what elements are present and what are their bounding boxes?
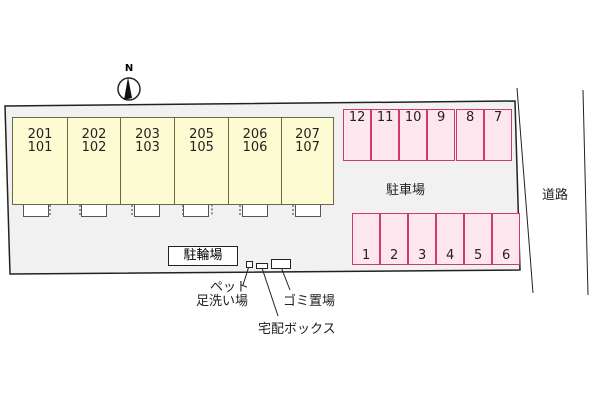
compass-icon [117,77,141,101]
bicycle-parking: 駐輪場 [168,246,238,266]
delivery-box-label: 宅配ボックス [258,322,336,337]
parking-space-6: 6 [492,213,521,265]
porch [134,205,160,217]
porch [295,205,321,217]
leader-lines [242,265,291,317]
parking-space-12: 12 [343,109,372,161]
parking-space-11: 11 [371,109,400,161]
road-edge-right [582,89,589,296]
parking-space-2: 2 [380,213,409,265]
garbage-area-label: ゴミ置場 [283,294,336,309]
road-edge-left [516,87,534,294]
pet-footwash-label-1: ペット [210,280,250,295]
delivery-box-marker [256,263,268,269]
porch [23,205,49,217]
parking-space-10: 10 [399,109,428,161]
parking-space-4: 4 [436,213,465,265]
parking-space-1: 1 [352,213,381,265]
porch [183,205,209,217]
porch [242,205,268,217]
parking-space-5: 5 [464,213,493,265]
parking-space-3: 3 [408,213,437,265]
parking-space-9: 9 [427,109,456,161]
parking-label: 駐車場 [386,183,426,198]
compass-label: N [124,63,134,74]
garbage-area-marker [271,259,291,269]
north-compass: N [116,64,142,106]
road-label: 道路 [542,188,569,203]
parking-space-7: 7 [484,109,513,161]
pet-footwash-label-2: 足洗い場 [196,294,249,309]
porch [81,205,107,217]
parking-space-8: 8 [456,109,485,161]
pet-footwash-marker [246,261,253,268]
